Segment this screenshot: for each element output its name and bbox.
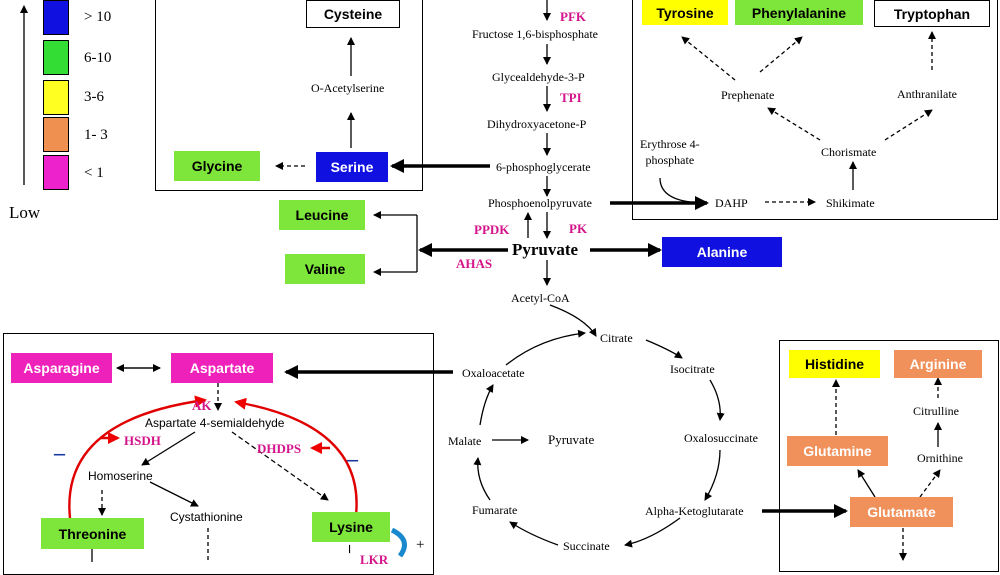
node-valine: Valine <box>285 254 365 284</box>
label-citrate: Citrate <box>600 331 633 345</box>
label-fructose: Fructose 1,6-bisphosphate <box>472 27 598 41</box>
label-6pg: 6-phosphoglycerate <box>496 160 591 174</box>
enzyme-dhdps: DHDPS <box>257 441 302 456</box>
label-gap: Glycealdehyde-3-P <box>492 70 585 84</box>
pathway-arrows <box>20 0 942 562</box>
legend-label-1-3: 1- 3 <box>84 127 108 143</box>
legend-swatch-lt1 <box>43 155 69 190</box>
legend-label-6-10: 6-10 <box>84 50 112 66</box>
legend-swatch-6-10 <box>43 40 69 75</box>
enzyme-lkr: LKR <box>360 552 389 567</box>
node-glycine: Glycine <box>174 151 260 181</box>
node-cysteine: Cysteine <box>306 0 400 28</box>
node-threonine: Threonine <box>41 518 144 549</box>
label-homoserine: Homoserine <box>88 469 153 483</box>
node-lysine: Lysine <box>312 512 390 542</box>
label-isocitrate: Isocitrate <box>670 362 715 376</box>
node-tryptophan: Tryptophan <box>874 0 990 27</box>
lysine-lkr-minus: – <box>342 545 359 553</box>
label-acetylcoa: Acetyl-CoA <box>511 291 570 305</box>
node-alanine: Alanine <box>662 237 782 267</box>
enzyme-tpi: TPI <box>560 90 582 105</box>
enzyme-ppdk: PPDK <box>474 222 510 237</box>
label-malate: Malate <box>448 434 482 448</box>
node-serine: Serine <box>316 152 388 182</box>
legend-label-lt1: < 1 <box>84 165 104 181</box>
label-ornithine: Ornithine <box>917 451 963 465</box>
node-phenylalanine: Phenylalanine <box>735 0 863 25</box>
legend-swatch-3-6 <box>43 80 69 115</box>
enzyme-pfk: PFK <box>560 9 586 24</box>
legend-swatch-1-3 <box>43 117 69 152</box>
label-dhap: Dihydroxyacetone-P <box>487 117 587 131</box>
aromatic-panel <box>632 0 998 220</box>
legend-swatch-gt10 <box>43 0 69 35</box>
label-aspartate-semialdehyde: Aspartate 4-semialdehyde <box>145 416 285 430</box>
legend-label-gt10: > 10 <box>84 9 112 25</box>
node-asparagine: Asparagine <box>11 353 112 383</box>
label-shikimate: Shikimate <box>826 196 875 210</box>
legend-low-label: Low <box>9 203 41 222</box>
label-fumarate: Fumarate <box>472 503 518 517</box>
label-chorismate: Chorismate <box>821 145 877 159</box>
node-glutamine: Glutamine <box>787 436 888 466</box>
label-oxalosuccinate: Oxalosuccinate <box>684 431 758 445</box>
node-aspartate: Aspartate <box>171 353 273 383</box>
label-prephenate: Prephenate <box>721 88 775 102</box>
label-oacetylserine: O-Acetylserine <box>311 81 385 95</box>
enzyme-ahas: AHAS <box>456 256 493 271</box>
label-citrulline: Citrulline <box>913 404 959 418</box>
enzyme-hsdh: HSDH <box>124 433 161 448</box>
inhibition-sign-lysine: – <box>347 446 358 471</box>
lkr-activation-arc <box>390 527 407 558</box>
activation-sign-lkr: + <box>416 537 425 553</box>
label-erythrose: Erythrose 4- phosphate <box>640 137 700 167</box>
legend-label-3-6: 3-6 <box>84 89 104 105</box>
inhibition-sign-threonine: – <box>54 440 65 465</box>
enzyme-pk: PK <box>569 221 588 236</box>
label-oxaloacetate: Oxaloacetate <box>462 366 525 380</box>
enzyme-ak: AK <box>192 398 212 413</box>
label-pyruvate-tca: Pyruvate <box>548 432 595 447</box>
label-dahp: DAHP <box>715 196 748 210</box>
label-akg: Alpha-Ketoglutarate <box>645 504 744 518</box>
node-arginine: Arginine <box>894 350 982 378</box>
label-pyruvate: Pyruvate <box>512 240 579 259</box>
label-cystathionine: Cystathionine <box>170 510 243 524</box>
node-glutamate: Glutamate <box>850 497 953 527</box>
node-tyrosine: Tyrosine <box>642 0 728 25</box>
node-histidine: Histidine <box>789 350 880 378</box>
label-pep: Phosphoenolpyruvate <box>488 196 592 210</box>
label-anthranilate: Anthranilate <box>897 87 957 101</box>
node-leucine: Leucine <box>279 200 365 230</box>
label-succinate: Succinate <box>563 539 610 553</box>
